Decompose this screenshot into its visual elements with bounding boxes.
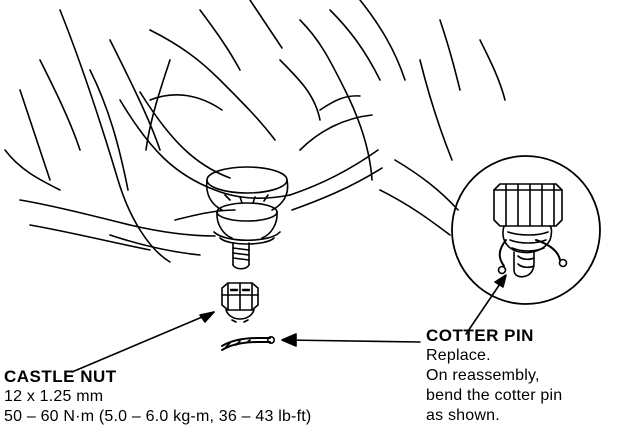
ball-joint <box>205 166 289 245</box>
cotter-pin-note-3: bend the cotter pin <box>426 387 563 404</box>
cotter-pin-note-4: as shown. <box>426 407 500 424</box>
castle-nut-size: 12 x 1.25 mm <box>4 388 104 405</box>
castle-nut-drawing <box>221 282 259 323</box>
cotter-pin-drawing <box>221 335 275 351</box>
castle-nut-leader <box>71 311 215 373</box>
cotter-pin-leader <box>284 339 421 343</box>
leader-arrows <box>71 274 507 373</box>
cotter-pin-label: COTTER PIN Replace. On reassembly, bend … <box>426 326 562 426</box>
cotter-pin-title: COTTER PIN <box>426 326 534 345</box>
inset-arrowhead <box>494 274 507 288</box>
castle-nut-arrowhead <box>199 311 215 323</box>
cotter-pin-arrowhead <box>281 333 297 347</box>
castle-nut-title: CASTLE NUT <box>4 367 117 386</box>
inset-detail <box>451 155 601 305</box>
castle-nut-label: CASTLE NUT 12 x 1.25 mm 50 – 60 N·m (5.0… <box>4 367 311 427</box>
cotter-pin-note-2: On reassembly, <box>426 367 540 384</box>
ball-joint-stud <box>232 242 250 270</box>
lower-arm <box>109 91 383 256</box>
cotter-pin-note-1: Replace. <box>426 347 491 364</box>
frame-linework <box>4 0 506 263</box>
inset-leader <box>465 277 505 335</box>
castle-nut-torque: 50 – 60 N·m (5.0 – 6.0 kg-m, 36 – 43 lb-… <box>4 408 312 425</box>
